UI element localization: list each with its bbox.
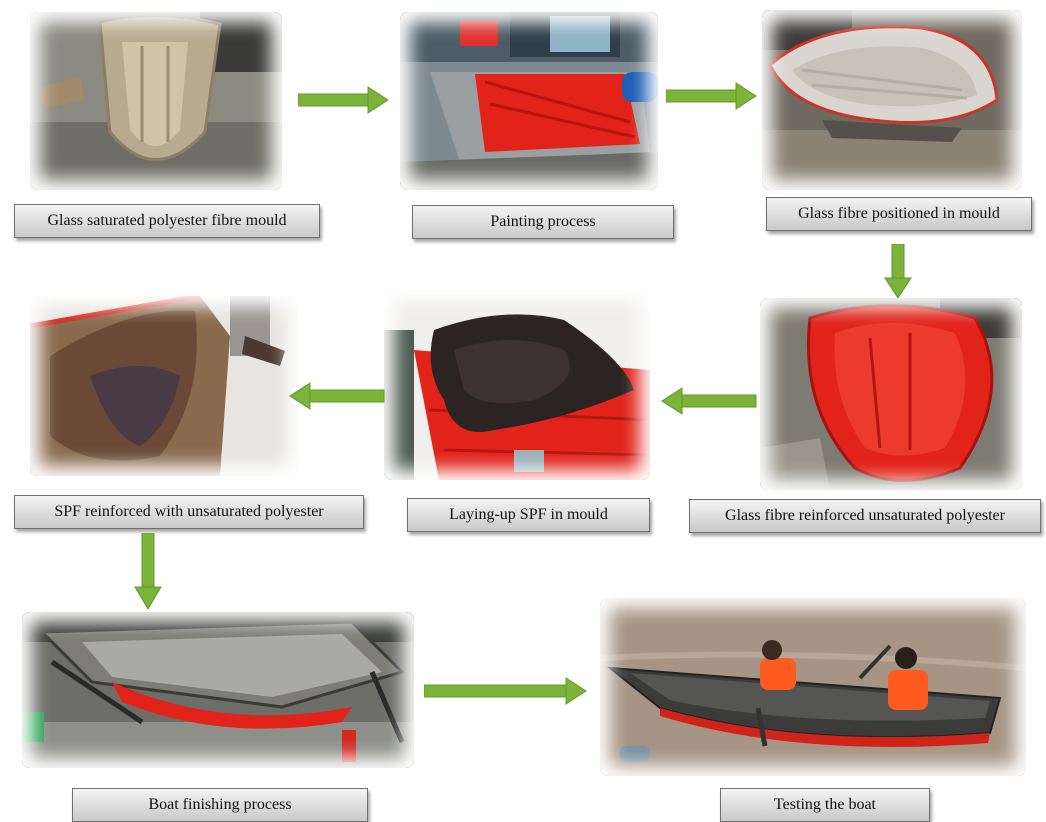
arrow-left-2	[288, 381, 386, 411]
step-label-3: Glass fibre positioned in mould	[766, 197, 1032, 231]
arrow-right-3	[424, 676, 588, 706]
step-label-8: Testing the boat	[720, 788, 930, 822]
photo-laying-up-spf	[384, 290, 650, 480]
photo-testing-boat	[600, 598, 1026, 776]
photo-boat-finishing	[22, 612, 414, 768]
step-label-4: Glass fibre reinforced unsaturated polye…	[689, 499, 1041, 533]
step-label-7: Boat finishing process	[72, 788, 368, 822]
arrow-down-2	[133, 533, 163, 611]
arrow-right-1	[298, 85, 390, 115]
photo-fibre-mould	[30, 12, 282, 190]
photo-spf-reinforced	[30, 296, 298, 476]
arrow-left-1	[660, 386, 758, 416]
arrow-down-1	[883, 244, 913, 300]
step-label-5: Laying-up SPF in mould	[407, 498, 650, 532]
arrow-right-2	[666, 81, 758, 111]
photo-glass-fibre-positioned	[762, 10, 1022, 190]
step-label-6: SPF reinforced with unsaturated polyeste…	[14, 495, 364, 529]
step-label-2: Painting process	[412, 205, 674, 239]
photo-painting	[400, 12, 658, 190]
photo-glass-fibre-reinforced	[760, 298, 1022, 490]
step-label-1: Glass saturated polyester fibre mould	[14, 204, 320, 238]
